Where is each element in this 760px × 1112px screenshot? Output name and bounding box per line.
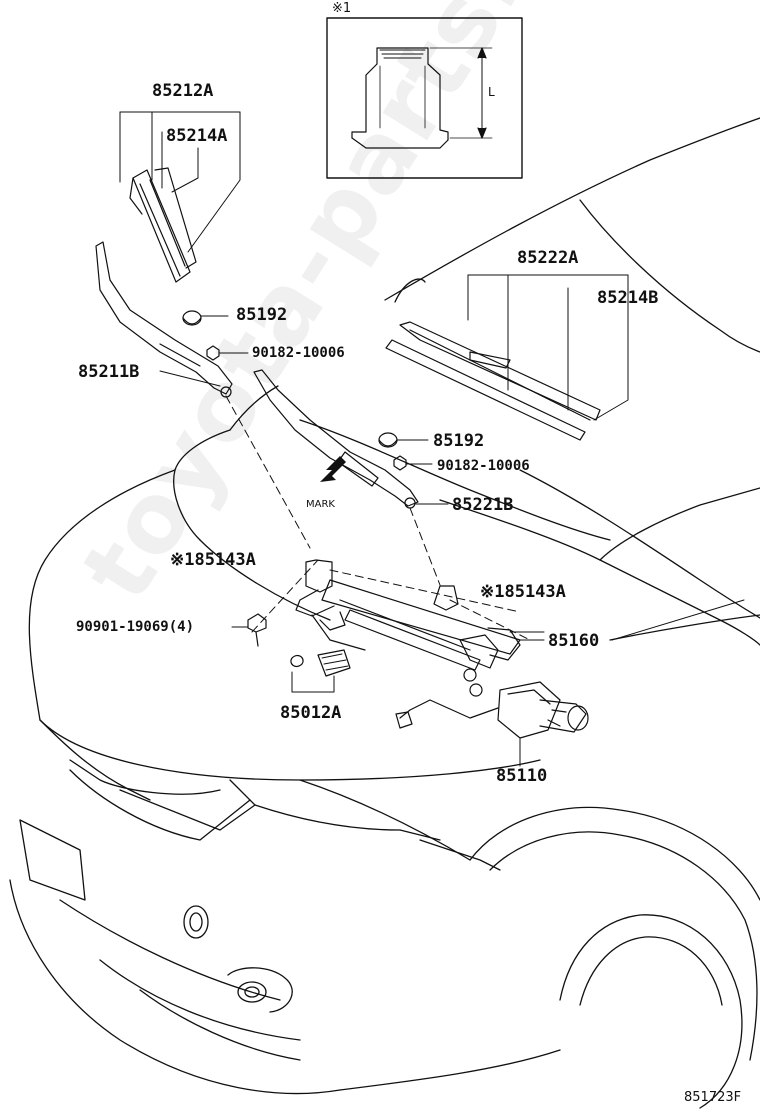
label-85110: 85110 — [496, 766, 548, 786]
front-wiper-arm-passenger — [253, 369, 419, 509]
label-85143A-right: ※185143A — [480, 582, 566, 602]
nut-lower — [393, 455, 433, 471]
label-85143A-left: ※185143A — [170, 550, 256, 570]
label-90182-upper: 90182-10006 — [252, 345, 345, 361]
leader-85222A — [467, 274, 629, 421]
motor-bracket-parts — [290, 649, 351, 693]
label-85192-lower: 85192 — [433, 431, 485, 451]
figure-reference: 851723F — [684, 1090, 742, 1105]
detail-box — [326, 17, 523, 179]
label-85192-upper: 85192 — [236, 305, 288, 325]
label-90182-lower: 90182-10006 — [437, 458, 530, 474]
label-90901: 90901-19069(4) — [76, 619, 195, 635]
label-85211B: 85211B — [78, 362, 140, 382]
leader-85212A — [119, 111, 241, 253]
label-85012A: 85012A — [280, 703, 342, 723]
label-mark: MARK — [306, 499, 335, 510]
pivot-cap-lower — [378, 432, 429, 448]
nut-upper — [206, 345, 249, 361]
label-85214B: 85214B — [597, 288, 659, 308]
dashed-guide-lines — [225, 395, 531, 641]
label-85222A: 85222A — [517, 248, 579, 268]
car-body — [9, 117, 760, 1109]
label-85160: 85160 — [548, 631, 600, 651]
label-85212A: 85212A — [152, 81, 214, 101]
pivot-cap-upper — [182, 310, 229, 326]
front-wiper-blade-driver — [129, 167, 197, 283]
leader-85211B — [159, 370, 221, 387]
wiper-link-assembly — [295, 559, 521, 697]
mark-arrow — [320, 456, 346, 482]
leader-85214A — [161, 131, 199, 193]
front-wiper-blade-passenger — [385, 321, 601, 441]
label-85214A: 85214A — [166, 126, 228, 146]
wiper-motor — [395, 681, 589, 767]
detail-box-note: ※1 — [332, 1, 352, 16]
bolt-90901 — [231, 613, 267, 647]
leader-85160-b — [509, 599, 745, 641]
dimension-L: L — [488, 85, 495, 99]
label-85221B: 85221B — [452, 495, 514, 515]
